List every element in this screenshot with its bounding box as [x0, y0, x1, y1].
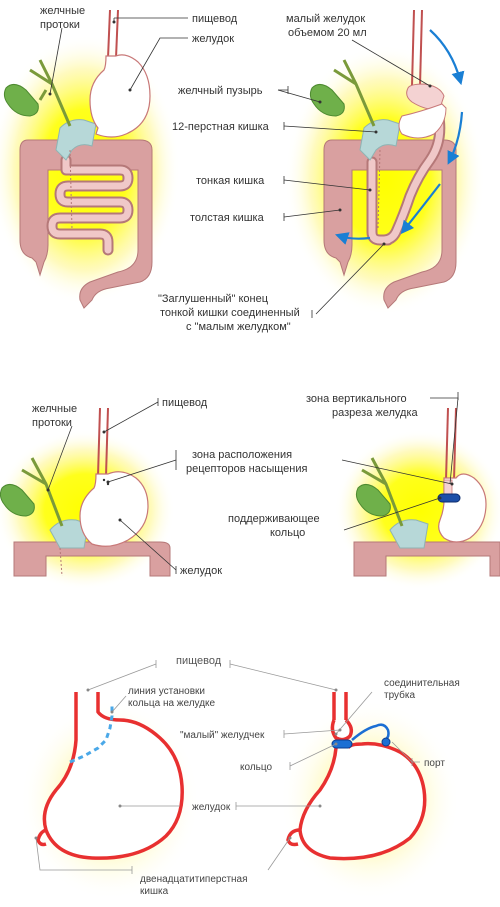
- bile-ducts: [361, 457, 404, 527]
- large-intestine: [19, 139, 153, 309]
- panel2-leaders: [46, 392, 459, 574]
- label-duodenum: двенадцатитиперстная: [140, 874, 248, 885]
- label-port: порт: [424, 758, 445, 769]
- large-intestine: [13, 541, 171, 577]
- duodenum: [36, 828, 47, 847]
- stomach: [298, 741, 427, 861]
- food-flow-arrow: [447, 111, 464, 165]
- label-vertical-cut: зона вертикального: [306, 393, 407, 405]
- label-bile-ducts: протоки: [32, 417, 72, 429]
- port: [381, 737, 391, 747]
- gallbladder: [3, 84, 39, 117]
- label-support-ring: поддерживающее: [228, 513, 320, 525]
- label-small-intestine: тонкая кишка: [196, 175, 265, 187]
- stomach: [42, 692, 184, 860]
- connecting-tube: [351, 723, 390, 742]
- panel2-left-anatomy: [0, 407, 175, 590]
- label-receptor-zone: рецепторов насыщения: [186, 463, 308, 475]
- label-duodenum: 12-перстная кишка: [172, 121, 270, 133]
- label-connecting-tube: трубка: [384, 689, 415, 701]
- label-ring: кольцо: [240, 762, 272, 773]
- gallbladder: [0, 484, 35, 517]
- esophagus: [332, 692, 348, 720]
- small-pouch: [330, 718, 354, 742]
- label-small-pouch: "малый" желудчек: [180, 730, 265, 741]
- label-blind-end: тонкой кишки соединенный: [160, 307, 300, 319]
- label-bile-ducts: желчные: [32, 403, 77, 415]
- label-esophagus: пищевод: [162, 397, 208, 409]
- panel3-left-anatomy: [20, 692, 200, 900]
- label-support-ring: кольцо: [270, 527, 305, 539]
- label-vertical-cut: разреза желудка: [332, 407, 419, 419]
- label-blind-end: "Заглушенный" конец: [158, 293, 269, 305]
- panel2-right-anatomy: [335, 407, 500, 590]
- panel3-right-anatomy: [280, 692, 460, 900]
- label-stomach: желудок: [192, 33, 234, 45]
- label-blind-end: с "малым желудком": [186, 321, 291, 333]
- label-receptor-zone: зона расположения: [192, 449, 292, 461]
- stomach: [89, 54, 151, 138]
- label-band-line: линия установки: [128, 686, 205, 697]
- label-band-line: кольца на желудке: [128, 698, 216, 709]
- label-small-stomach: объемом 20 мл: [288, 27, 367, 39]
- panel1-left-anatomy: [0, 9, 180, 309]
- label-stomach: желудок: [192, 802, 231, 813]
- esophagus: [97, 407, 101, 477]
- label-connecting-tube: соединительная: [384, 678, 460, 689]
- bile-ducts: [21, 457, 64, 527]
- food-flow-arrow: [334, 232, 371, 245]
- band-placement-line: [69, 704, 114, 764]
- label-duodenum: кишка: [140, 886, 169, 897]
- esophagus: [411, 9, 415, 87]
- gastric-ring: [331, 739, 353, 749]
- label-esophagus: пищевод: [176, 655, 222, 667]
- panel3-leaders: [34, 660, 420, 874]
- duodenum: [389, 519, 429, 549]
- small-stomach-pouch: [406, 83, 445, 110]
- gallbladder: [355, 484, 391, 517]
- label-small-stomach: малый желудок: [286, 13, 365, 25]
- panel1-leaders: [48, 17, 432, 318]
- large-intestine: [353, 541, 500, 577]
- food-flow-arrow: [400, 183, 441, 235]
- label-gallbladder: желчный пузырь: [178, 85, 263, 97]
- label-esophagus: пищевод: [192, 13, 238, 25]
- stomach: [79, 471, 149, 547]
- label-bile-ducts: желчные: [40, 5, 85, 17]
- panel1-right-anatomy: [285, 9, 485, 315]
- label-large-intestine: толстая кишка: [190, 212, 265, 224]
- label-bile-ducts: протоки: [40, 19, 80, 31]
- support-ring: [437, 493, 461, 503]
- large-intestine: [323, 139, 457, 309]
- duodenum: [286, 828, 301, 847]
- bile-ducts: [333, 59, 376, 127]
- label-stomach: желудок: [180, 565, 222, 577]
- duodenum: [49, 519, 89, 549]
- esophagus: [445, 407, 449, 481]
- food-flow-arrow: [429, 29, 465, 86]
- esophagus: [107, 9, 111, 59]
- stomach-remnant: [398, 103, 447, 139]
